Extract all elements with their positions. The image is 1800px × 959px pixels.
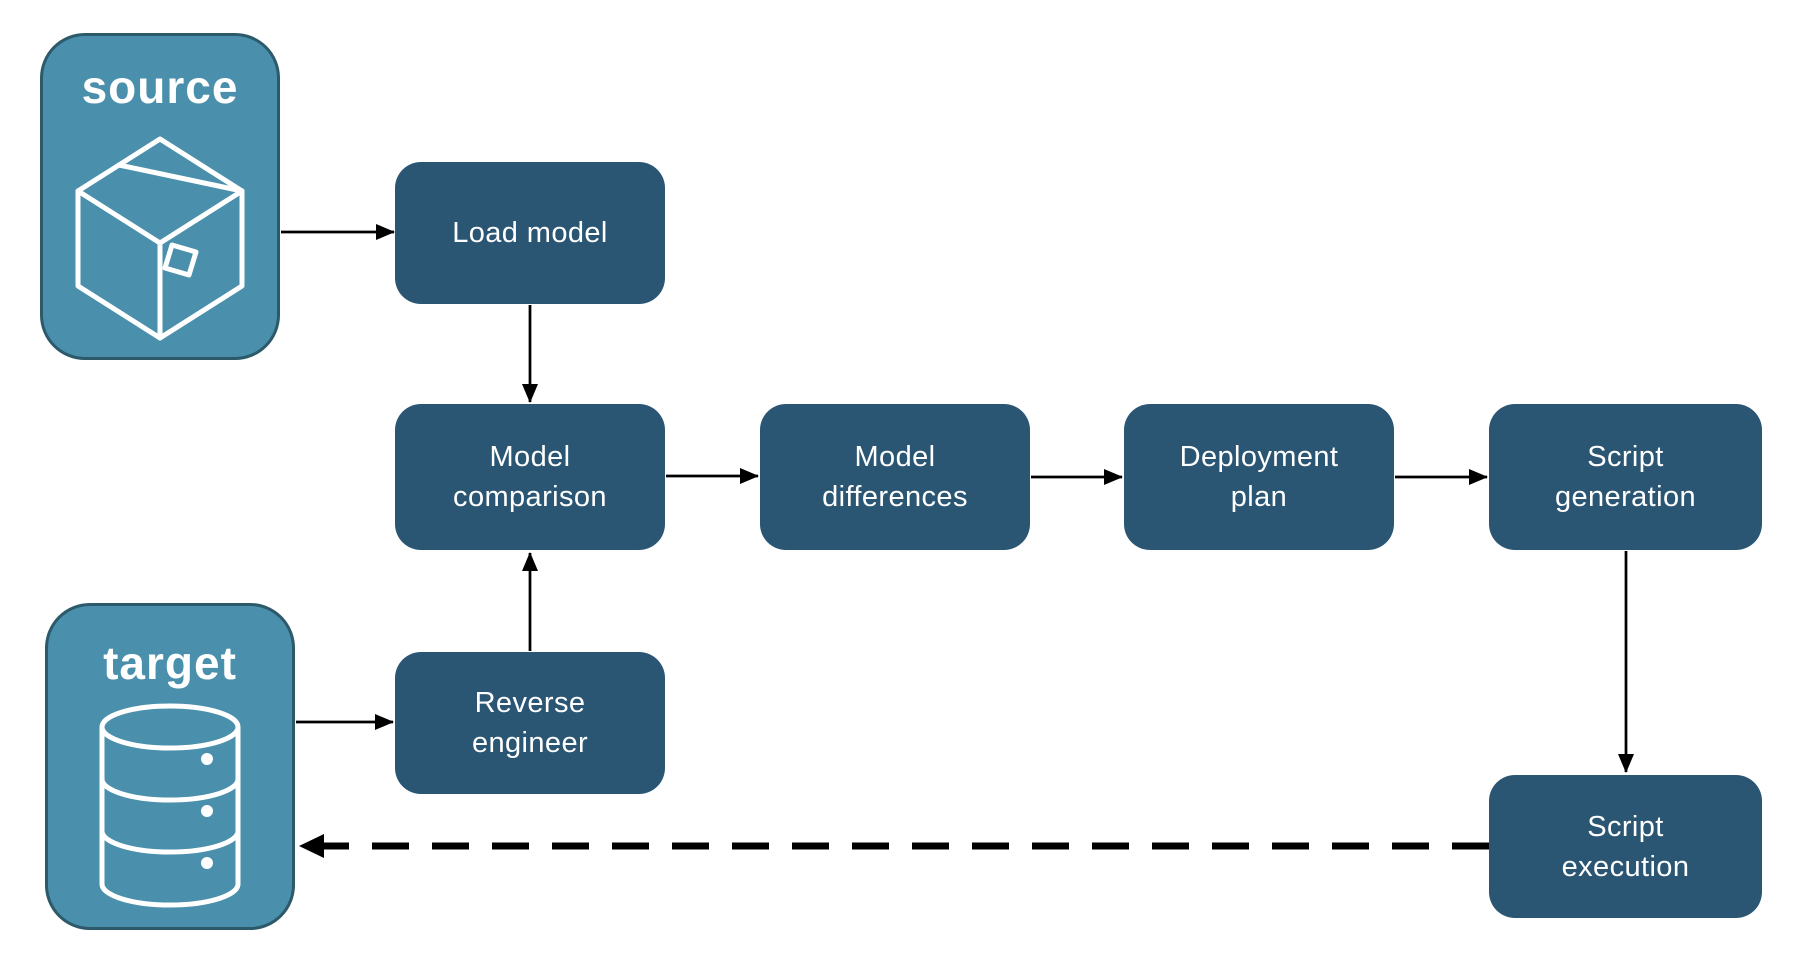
node-script-generation: Script generation (1489, 404, 1762, 550)
node-label-line2: differences (822, 481, 968, 513)
package-icon (75, 136, 245, 341)
node-model-differences: Model differences (760, 404, 1030, 550)
node-script-execution: Script execution (1489, 775, 1762, 918)
node-reverse-engineer: Reverse engineer (395, 652, 665, 794)
node-label-line2: engineer (471, 727, 589, 759)
node-label-line1: Model (489, 441, 571, 473)
source-endpoint: source (40, 33, 280, 360)
node-label-line1: Model (854, 441, 936, 473)
node-label-line2: execution (1561, 850, 1690, 883)
node-label: Load model (452, 217, 608, 249)
node-load-model: Load model (395, 162, 665, 304)
node-label-line1: Reverse (474, 687, 586, 719)
node-model-comparison: Model comparison (395, 404, 665, 550)
node-label-line1: Deployment (1179, 441, 1339, 473)
node-label-line2: comparison (453, 481, 607, 513)
node-label-line1: Script (1587, 441, 1664, 473)
target-endpoint: target (45, 603, 295, 930)
node-label-line1: Script (1587, 810, 1664, 843)
node-label-line2: plan (1230, 481, 1288, 513)
target-label: target (103, 637, 237, 689)
source-label: source (81, 61, 239, 113)
database-icon (99, 703, 241, 908)
node-label-line2: generation (1554, 481, 1697, 513)
node-deployment-plan: Deployment plan (1124, 404, 1394, 550)
